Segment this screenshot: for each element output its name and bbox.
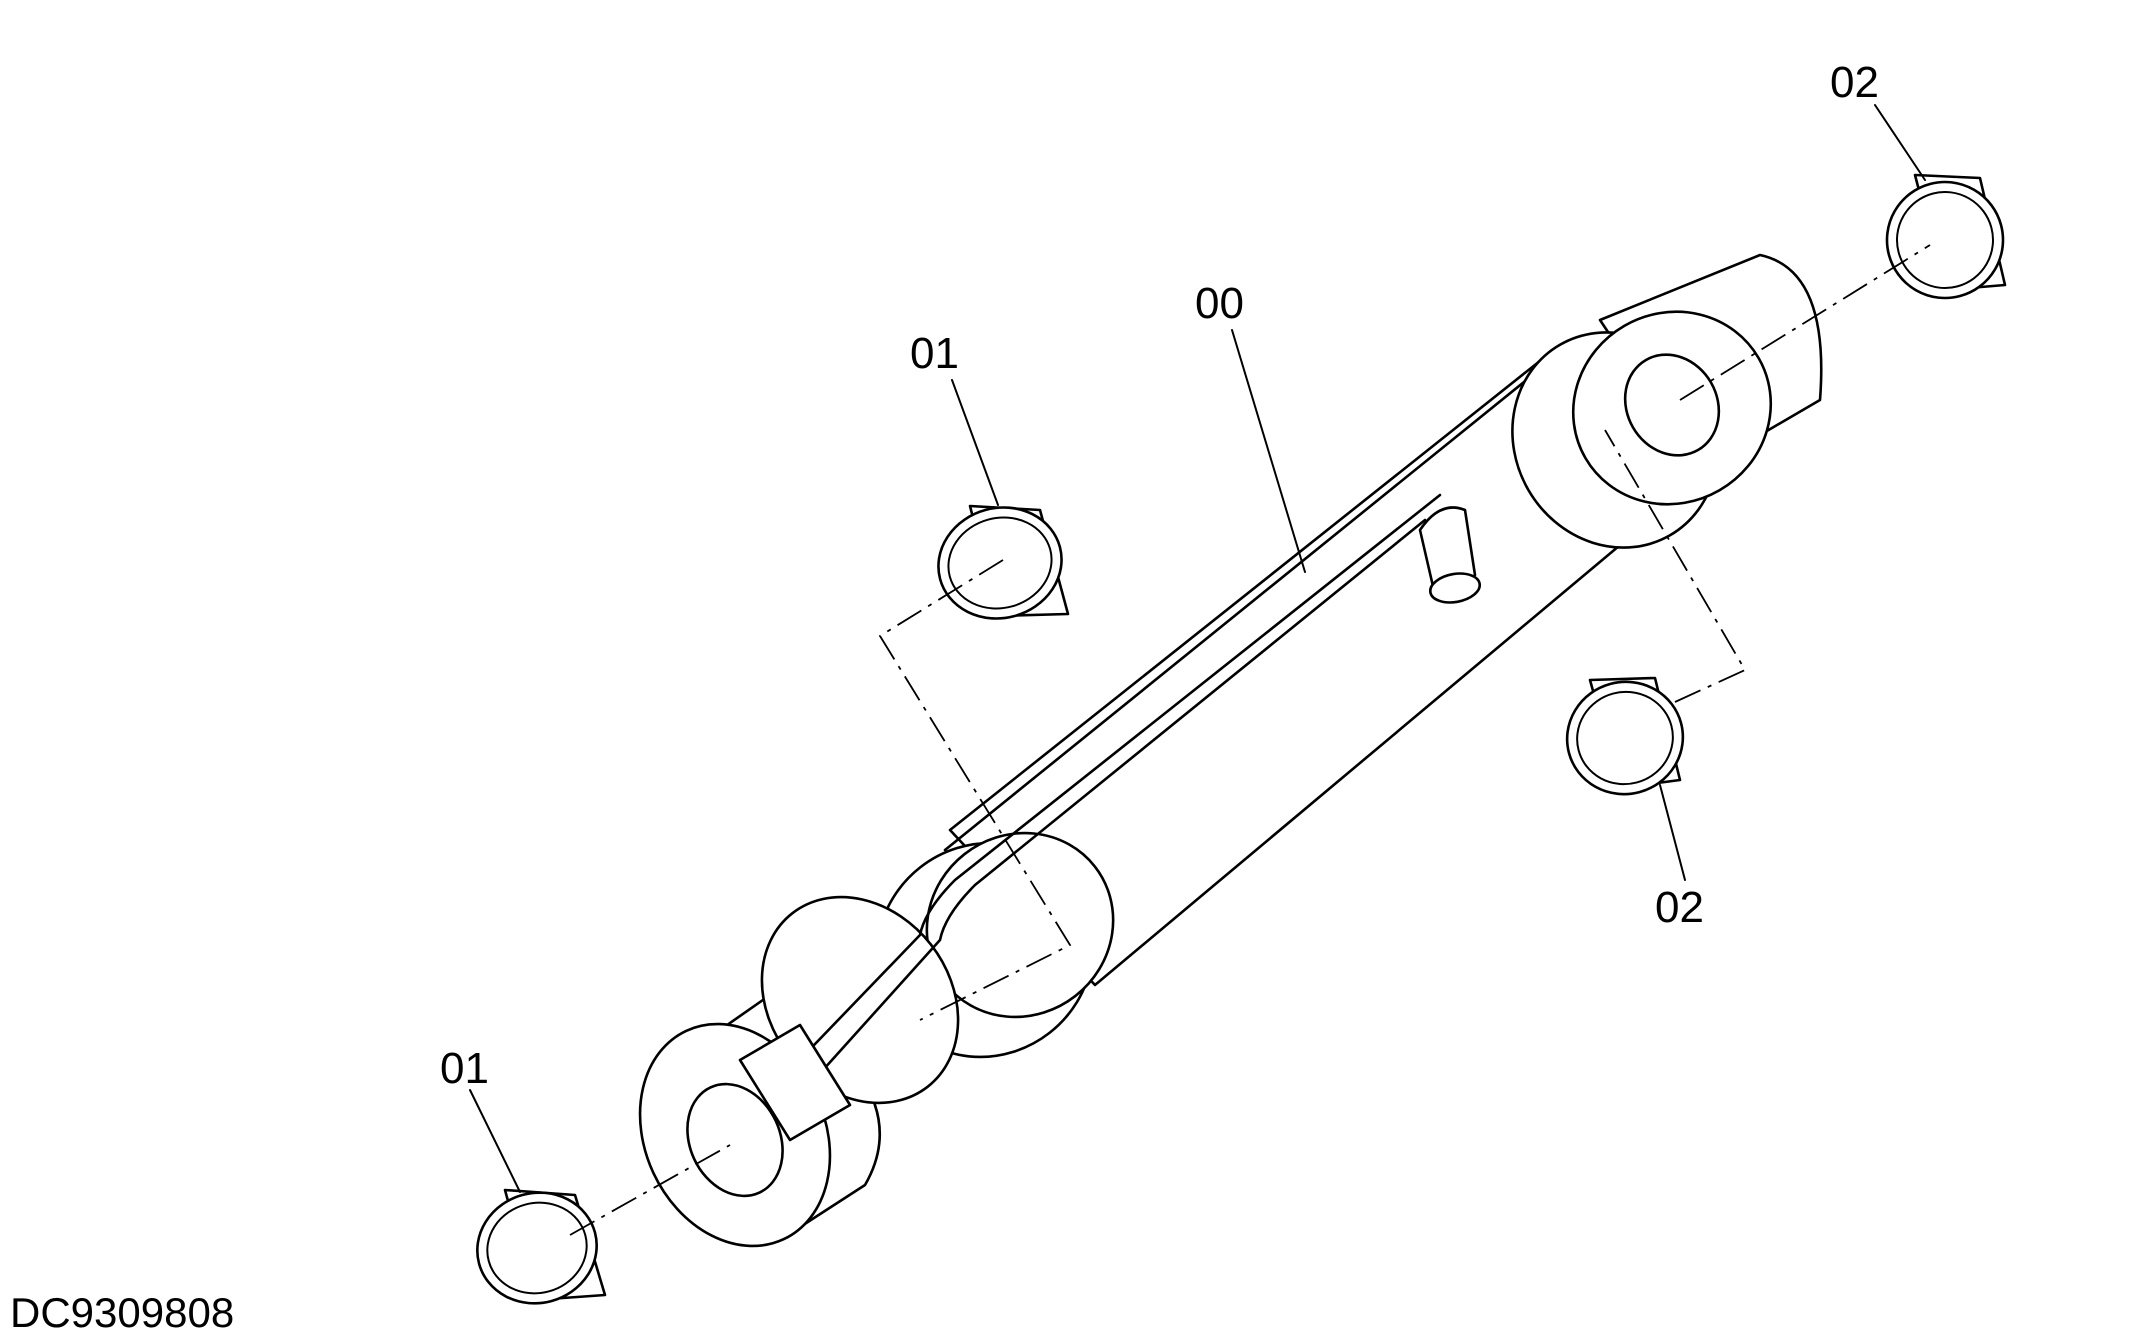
bushing-02-middle[interactable] <box>1554 669 1695 807</box>
bushing-bore <box>1576 690 1674 786</box>
callout-01-bottom: 01 <box>440 1044 489 1093</box>
leader-01-bottom <box>469 1089 521 1193</box>
leader-01-top <box>951 379 999 506</box>
callout-02-middle: 02 <box>1655 883 1704 932</box>
centerline-bushing-01-top <box>878 559 1072 1021</box>
bushing-bore <box>1896 191 1994 289</box>
tube-fitting-nut <box>1428 572 1482 604</box>
drawing-code: DC9309808 <box>10 1289 234 1336</box>
leader-02-middle <box>1659 784 1686 881</box>
callout-00: 00 <box>1195 279 1244 328</box>
bushing-bore <box>486 1201 588 1295</box>
bushing-02-top[interactable] <box>1874 169 2016 311</box>
callout-02-top: 02 <box>1830 58 1879 107</box>
hydraulic-tube-outer <box>788 493 1442 1072</box>
bushing-face <box>1885 180 2005 300</box>
callout-01-top: 01 <box>910 329 959 378</box>
bushing-face <box>476 1191 598 1305</box>
hydraulic-tube-inner <box>803 518 1427 1092</box>
leader-02-top <box>1874 104 1926 181</box>
hydraulic-cylinder[interactable] <box>605 253 1823 1277</box>
barrel-edge <box>943 363 1547 852</box>
tube-clamp <box>738 1023 852 1142</box>
bushing-face <box>1565 680 1685 796</box>
bushing-face <box>937 506 1063 620</box>
centerline-bushing-01-bottom <box>569 1144 731 1236</box>
centerline-bushing-02-top <box>1679 244 1931 401</box>
leader-00 <box>1231 329 1306 573</box>
bushing-01-top[interactable] <box>926 494 1074 632</box>
centerline-bushing-02-middle <box>1604 429 1747 703</box>
bushing-bore <box>947 516 1053 610</box>
rod-end-eye-inner <box>686 1082 784 1198</box>
head-end-eye-inner <box>1623 353 1721 457</box>
bushing-01-bottom[interactable] <box>465 1179 609 1316</box>
